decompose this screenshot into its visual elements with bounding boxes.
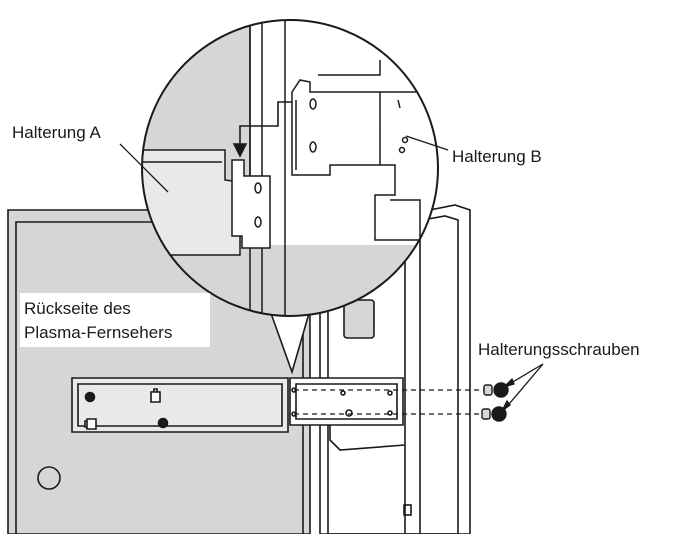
- tv-back-label-line1: Rückseite des: [24, 299, 131, 318]
- mounting-screw-icon: [483, 382, 509, 398]
- bracket-a-screw-hole-icon: [157, 417, 169, 429]
- frame-slot-icon: [403, 504, 412, 516]
- tv-back-label-line2: Plasma-Fernsehers: [24, 323, 173, 342]
- panel-hole-icon: [37, 466, 61, 490]
- screws-label: Halterungsschrauben: [478, 340, 640, 359]
- bracket-b-main: [289, 377, 404, 426]
- hook-direction-arrow-icon: [232, 101, 292, 158]
- bracket-b-label: Halterung B: [452, 147, 542, 166]
- screw-leader-lines: [501, 363, 544, 412]
- bracket-a-label: Halterung A: [12, 123, 101, 142]
- screw-guide-lines: [294, 389, 488, 415]
- frame-cutout: [343, 299, 375, 339]
- magnifier-pointer: [267, 302, 313, 375]
- tv-back-label-box: [20, 293, 210, 347]
- label-leader-lines: [119, 135, 449, 193]
- bracket-a-screw-hole-icon: [84, 391, 96, 403]
- bracket-a-keyhole-icon: [150, 388, 161, 403]
- bracket-a-main: [71, 377, 289, 433]
- bracket-a-keyhole-icon: [84, 418, 97, 430]
